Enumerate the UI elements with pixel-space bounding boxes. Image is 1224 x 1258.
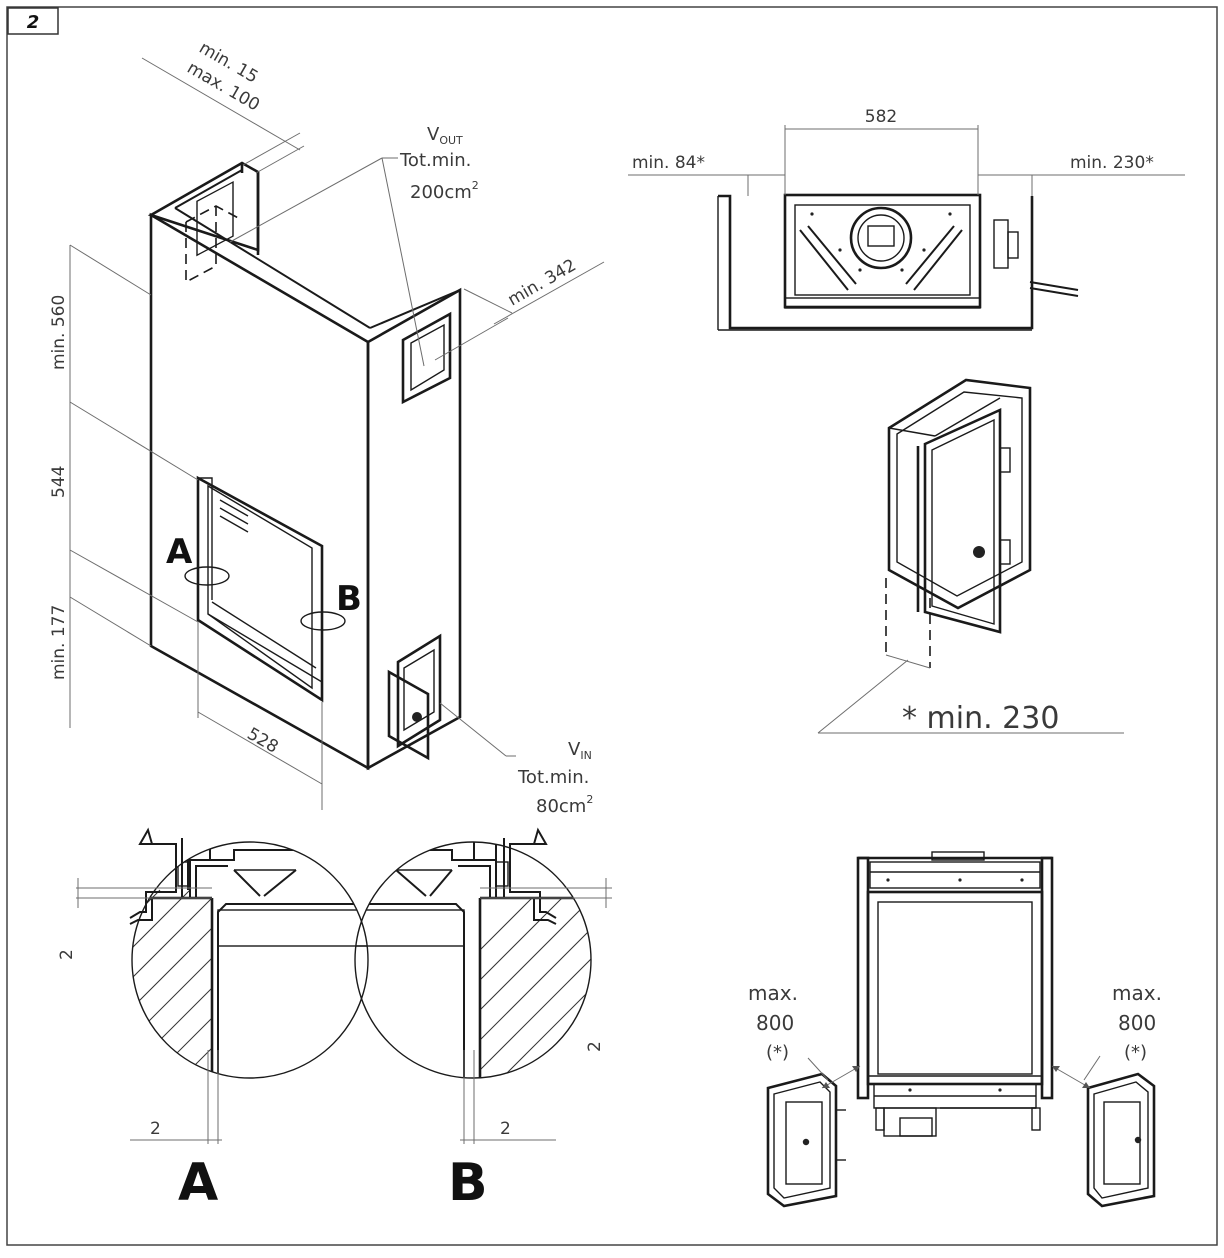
sheet-border — [6, 6, 1218, 1246]
top-right-clearance: min. 230* — [1070, 153, 1154, 173]
detail-a: 2 2 A — [57, 827, 369, 1213]
detail-a-vertical-gap: 2 — [57, 949, 77, 960]
detail-b-vertical-gap: 2 — [585, 1041, 605, 1052]
vent-in-subscript: IN — [580, 749, 591, 762]
figure-number-box: 2 — [7, 7, 59, 35]
front-view: max. 800 (*) max. 800 (*) — [748, 851, 1162, 1208]
detail-b-horizontal-gap: 2 — [500, 1119, 511, 1139]
vent-out-area: 200cm2 — [410, 179, 479, 203]
height-mid-dim: 544 — [49, 466, 69, 498]
vent-out-total: Tot.min. — [399, 150, 471, 171]
door-clearance-note: * min. 230 — [902, 701, 1059, 736]
height-top-dim: min. 560 — [49, 295, 69, 370]
detail-b-label: B — [448, 1153, 488, 1213]
isometric-view: A B min. 15 max. 100 VOUT Tot.min. 200cm… — [49, 38, 605, 817]
top-view: 582 min. 84* min. 230* — [628, 107, 1185, 331]
front-right-value: 800 — [1118, 1011, 1156, 1035]
front-right-max: max. — [1112, 981, 1162, 1005]
front-right-note: (*) — [1124, 1042, 1147, 1063]
door-open-view: * min. 230 — [817, 378, 1124, 736]
detail-b-tag: B — [336, 579, 362, 619]
top-left-clearance: min. 84* — [632, 153, 705, 173]
width-dim: 528 — [244, 724, 282, 758]
front-left-value: 800 — [756, 1011, 794, 1035]
vent-in-total: Tot.min. — [517, 767, 589, 788]
front-left-max: max. — [748, 981, 798, 1005]
figure-number: 2 — [27, 12, 40, 33]
detail-a-label: A — [178, 1153, 218, 1213]
vent-out-subscript: OUT — [439, 134, 463, 147]
top-width-dim: 582 — [865, 107, 897, 127]
depth-dim: min. 342 — [505, 255, 580, 310]
vent-in-area: 80cm2 — [536, 793, 593, 817]
vent-in-label: VIN — [568, 739, 592, 762]
detail-a-horizontal-gap: 2 — [150, 1119, 161, 1139]
front-left-note: (*) — [766, 1042, 789, 1063]
height-bottom-dim: min. 177 — [49, 605, 69, 680]
vent-out-superscript: 2 — [472, 179, 479, 192]
vent-in-superscript: 2 — [586, 793, 593, 806]
detail-a-tag: A — [166, 532, 193, 572]
detail-b: 2 2 B — [354, 827, 612, 1213]
vent-out-label: VOUT — [427, 124, 463, 147]
